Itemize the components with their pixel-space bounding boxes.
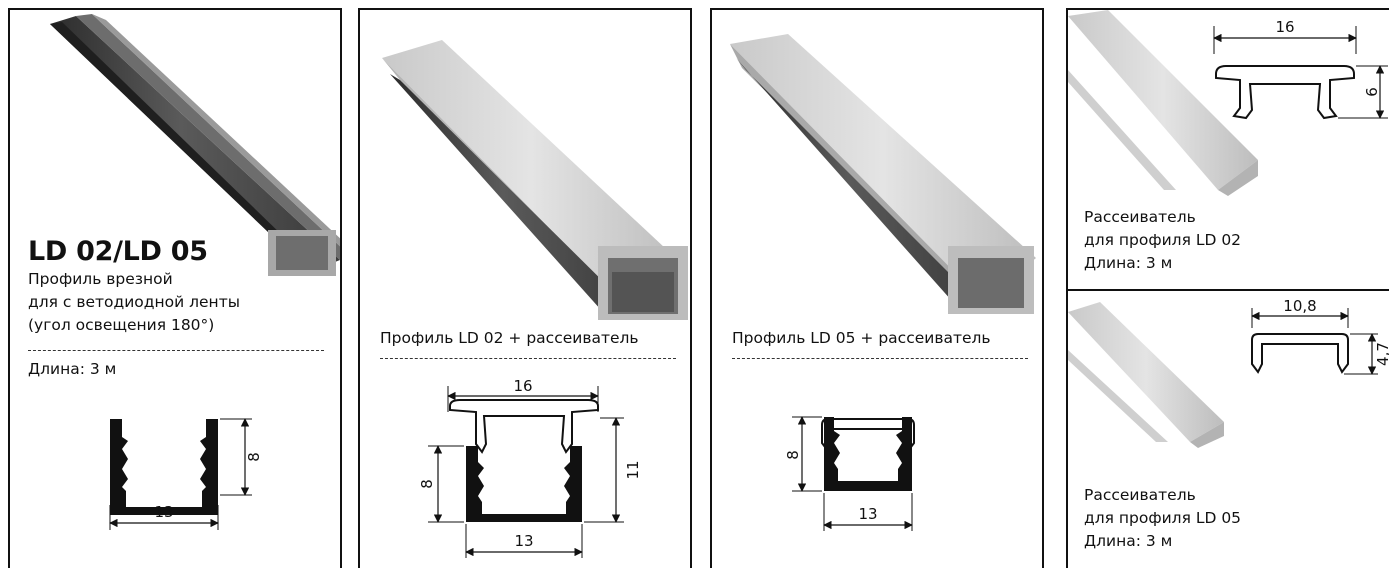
profile-ld02-diffuser-panel: Профиль LD 02 + рассеиватель 16 8 11 13 xyxy=(358,8,692,568)
diffuser-ld02-height-label: 6 xyxy=(1363,87,1381,97)
diffuser-ld05-render-image xyxy=(1068,302,1224,448)
diffuser-ld02-width-label: 16 xyxy=(1275,18,1294,36)
product-desc-line2: для с ветодиодной ленты xyxy=(28,293,240,311)
height-dimension-label: 8 xyxy=(784,450,802,460)
caption: Профиль LD 05 + рассеиватель xyxy=(732,329,991,347)
product-desc-line3: (угол освещения 180°) xyxy=(28,316,215,334)
width-dimension-label: 13 xyxy=(154,503,173,521)
diffuser-ld05-length: Длина: 3 м xyxy=(1084,532,1173,550)
product-length: Длина: 3 м xyxy=(28,360,117,378)
product-title: LD 02/LD 05 xyxy=(28,236,208,267)
left-height-label: 8 xyxy=(418,479,436,489)
diffuser-panel: 16 6 Рассеиватель для профиля LD 02 Длин… xyxy=(1066,8,1389,568)
diffuser-ld02-cross-section-drawing: 16 6 xyxy=(1213,18,1388,120)
bottom-width-label: 13 xyxy=(514,532,533,550)
profile-ld02-ld05-panel: LD 02/LD 05 Профиль врезной для с ветоди… xyxy=(8,8,342,568)
right-height-label: 11 xyxy=(624,460,642,479)
profile-ld05-diffuser-panel: Профиль LD 05 + рассеиватель 8 13 xyxy=(710,8,1044,568)
height-dimension-label: 8 xyxy=(245,452,263,462)
profile-cross-section-drawing: 8 13 xyxy=(109,418,263,530)
top-width-label: 16 xyxy=(513,377,532,395)
diffuser-ld02-render-image xyxy=(1068,10,1258,196)
diffuser-ld05-cross-section-drawing: 10,8 4,7 xyxy=(1251,297,1389,375)
diffuser-ld05-width-label: 10,8 xyxy=(1283,297,1316,315)
width-dimension-label: 13 xyxy=(858,505,877,523)
divider xyxy=(380,358,676,359)
product-desc-line1: Профиль врезной xyxy=(28,270,173,288)
profile-cross-section-drawing: 16 8 11 13 xyxy=(418,377,642,558)
profile-cross-section-drawing: 8 13 xyxy=(784,416,915,531)
diffuser-ld05-name: Рассеиватель xyxy=(1084,486,1196,504)
profile-render-image xyxy=(50,14,340,276)
profile-with-diffuser-render-image xyxy=(730,34,1036,314)
profile-with-diffuser-render-image xyxy=(382,40,688,320)
diffuser-ld05-fit: для профиля LD 05 xyxy=(1084,509,1242,527)
divider xyxy=(28,350,324,351)
diffuser-ld02-name: Рассеиватель xyxy=(1084,208,1196,226)
diffuser-ld05-height-label: 4,7 xyxy=(1374,342,1389,366)
diffuser-ld02-length: Длина: 3 м xyxy=(1084,254,1173,272)
caption: Профиль LD 02 + рассеиватель xyxy=(380,329,639,347)
divider xyxy=(732,358,1028,359)
diffuser-ld02-fit: для профиля LD 02 xyxy=(1084,231,1242,249)
divider xyxy=(1068,289,1389,291)
